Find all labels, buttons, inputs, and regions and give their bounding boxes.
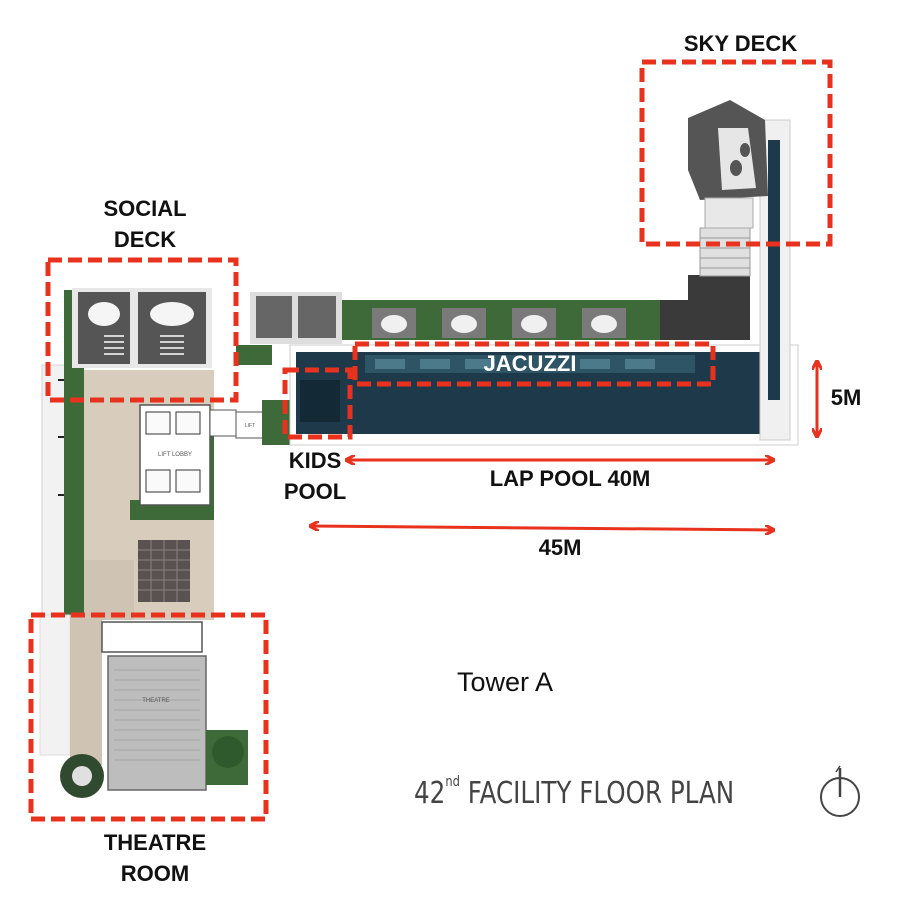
deck-walkway-lower <box>84 560 134 620</box>
lift-car <box>175 411 201 435</box>
theatre-lobby <box>101 621 203 653</box>
tower-label: Tower A <box>457 667 554 697</box>
sky-deck-steps <box>704 197 754 229</box>
stair-treads <box>700 237 750 269</box>
cabana-bed <box>521 315 547 333</box>
small-lift <box>209 409 237 437</box>
jacuzzi-seats <box>375 359 655 369</box>
service-lift <box>235 411 265 439</box>
service-lift-text: LIFT <box>245 423 255 429</box>
theatre-seating <box>114 669 200 761</box>
sky-deck-label: SKY DECK <box>683 31 798 56</box>
daybed <box>150 302 194 326</box>
kids-pool-water <box>300 380 340 422</box>
steps <box>104 335 184 355</box>
kids-pool-label: KIDS POOL <box>283 448 347 504</box>
cabana-bed <box>451 315 477 333</box>
sky-deck-highlight <box>639 59 833 247</box>
stair <box>699 227 751 277</box>
theatre-hall <box>107 655 207 791</box>
planter <box>236 345 272 365</box>
theatre-walkway <box>70 615 102 765</box>
theatre-room-label: THEATRE ROOM <box>103 830 207 886</box>
cabana-bed <box>591 315 617 333</box>
floor-plan-title: 42nd FACILITY FLOOR PLAN <box>414 774 735 811</box>
compass-north-icon <box>820 765 860 817</box>
pavilion-seat <box>298 296 336 338</box>
lift-lobby-text: LIFT LOBBY <box>158 452 192 458</box>
tree <box>212 736 244 768</box>
cabana-bed <box>381 315 407 333</box>
highlight-boxes <box>28 59 833 822</box>
sky-deck-furniture <box>740 143 750 157</box>
kids-pool-highlight <box>282 367 353 440</box>
jacuzzi-label: JACUZZI <box>483 351 577 376</box>
theatre-inner-text: THEATRE <box>142 698 170 704</box>
pavilion-seat <box>256 296 292 338</box>
social-deck-highlight <box>45 257 239 403</box>
daybed <box>88 302 120 326</box>
sky-deck-furniture <box>730 160 742 176</box>
infinity-channel <box>768 140 780 400</box>
green-strip-left <box>64 290 84 620</box>
theatre-wall <box>39 614 71 756</box>
overall-length-label: 45M <box>538 535 582 560</box>
dark-structure <box>660 300 700 340</box>
overall-dimension-arrow <box>311 526 773 530</box>
lift-car <box>175 469 201 493</box>
pool-width-label: 5M <box>830 385 862 410</box>
paving-lines <box>138 540 190 602</box>
lift-car <box>145 411 171 435</box>
spiral-stair-core <box>72 766 92 786</box>
lift-car <box>145 469 171 493</box>
lap-pool-label: LAP POOL 40M <box>489 466 651 491</box>
social-deck-label: SOCIAL DECK <box>103 196 187 252</box>
